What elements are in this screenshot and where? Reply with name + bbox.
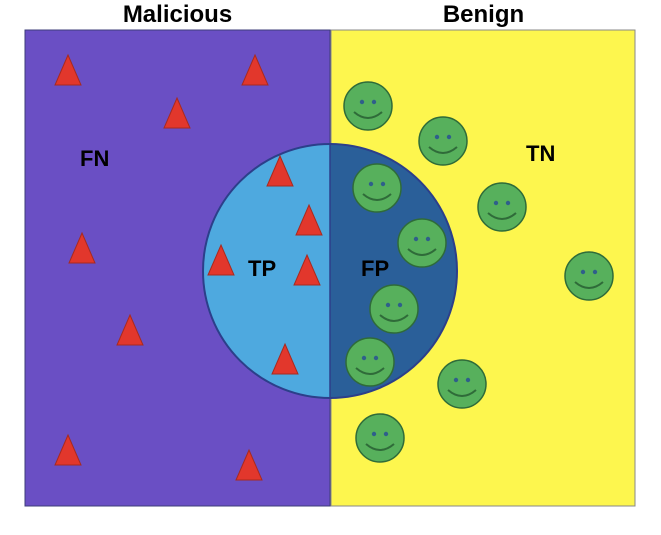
benign-heading: Benign: [442, 1, 525, 28]
triangle-icon: [163, 96, 191, 129]
smiley-face-icon: [355, 413, 405, 463]
smiley-face-icon: [397, 218, 447, 268]
smiley-face-icon: [564, 251, 614, 301]
selection-circle: [202, 143, 458, 399]
false-positive-region: [330, 144, 457, 398]
smiley-face-icon: [418, 116, 468, 166]
triangle-icon: [241, 53, 269, 86]
label-tp: TP: [248, 256, 276, 281]
triangle-icon: [116, 313, 144, 346]
smiley-face-icon: [343, 81, 393, 131]
triangle-icon: [235, 448, 263, 481]
malicious-heading: Malicious: [122, 1, 233, 28]
smiley-face-icon: [345, 337, 395, 387]
smiley-face-icon: [437, 359, 487, 409]
label-fp: FP: [361, 256, 389, 281]
smiley-face-icon: [477, 182, 527, 232]
triangle-icon: [266, 154, 294, 187]
true-positive-region: [203, 144, 330, 398]
triangle-icon: [207, 243, 235, 276]
triangle-icon: [54, 433, 82, 466]
label-fn: FN: [80, 146, 109, 171]
triangle-icon: [68, 231, 96, 264]
triangle-icon: [293, 253, 321, 286]
label-tn: TN: [526, 141, 555, 166]
triangle-icon: [54, 53, 82, 86]
smiley-face-icon: [352, 163, 402, 213]
triangle-icon: [295, 203, 323, 236]
triangle-icon: [271, 342, 299, 375]
smiley-face-icon: [369, 284, 419, 334]
